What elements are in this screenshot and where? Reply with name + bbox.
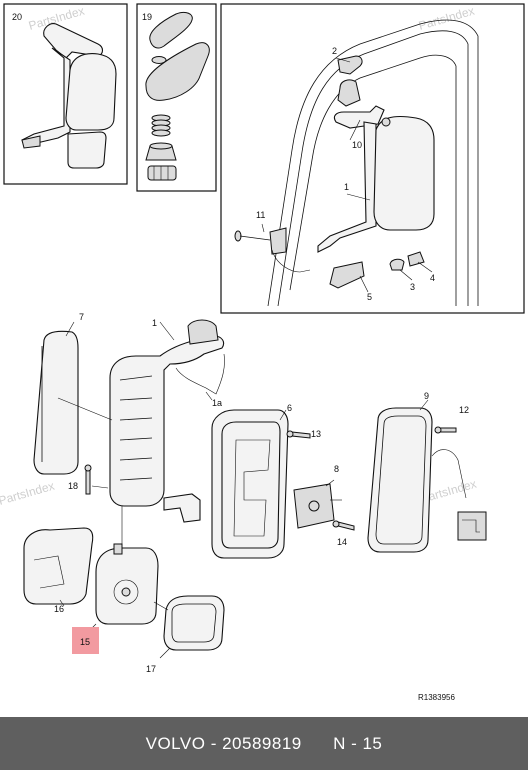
footer-position: N - 15 [333, 733, 383, 753]
part-label-2: 2 [332, 46, 337, 56]
part-label-19: 19 [142, 12, 152, 22]
part-label-15: 15 [80, 637, 90, 647]
watermark: PartsIndex [417, 4, 476, 33]
inset-frame-19 [136, 3, 217, 192]
mirror-arm-assembly-drawing [21, 23, 117, 169]
part-label-3: 3 [410, 282, 415, 292]
footer-brand: VOLVO [145, 733, 206, 753]
part-label-11: 11 [256, 210, 265, 220]
inset-frame-cab-view [220, 3, 525, 314]
part-label-16: 16 [54, 604, 64, 614]
part-label-20: 20 [12, 12, 22, 22]
part-label-10: 10 [352, 140, 362, 150]
parts-diagram: PartsIndex PartsIndex PartsIndex PartsIn… [0, 3, 525, 702]
part-label-18: 18 [68, 481, 78, 491]
part-label-14: 14 [337, 537, 347, 547]
inset-frame-20 [3, 3, 128, 185]
part-label-6: 6 [287, 403, 292, 413]
part-label-12: 12 [459, 405, 469, 415]
footer-dash: - [210, 733, 217, 753]
part-label-1-top: 1 [344, 182, 349, 192]
part-label-1-main: 1 [152, 318, 157, 328]
part-label-7: 7 [79, 312, 84, 322]
reference-code: R1383956 [418, 693, 455, 702]
watermark: PartsIndex [0, 479, 56, 508]
cab-door-view-drawing [234, 19, 479, 307]
footer-gap [302, 734, 333, 754]
part-label-4: 4 [430, 273, 435, 283]
footer-part-number: 20589819 [222, 733, 302, 753]
part-label-13: 13 [311, 429, 321, 439]
arm-bearing-parts-drawing [145, 11, 210, 181]
footer-bar: VOLVO - 20589819 N - 15 [0, 717, 528, 770]
part-label-17: 17 [146, 664, 156, 674]
highlight-part-15 [72, 627, 99, 654]
part-label-1a: 1a [212, 398, 222, 408]
part-label-5: 5 [367, 292, 372, 302]
part-label-8: 8 [334, 464, 339, 474]
main-exploded-view-drawing [23, 319, 487, 659]
part-label-9: 9 [424, 391, 429, 401]
